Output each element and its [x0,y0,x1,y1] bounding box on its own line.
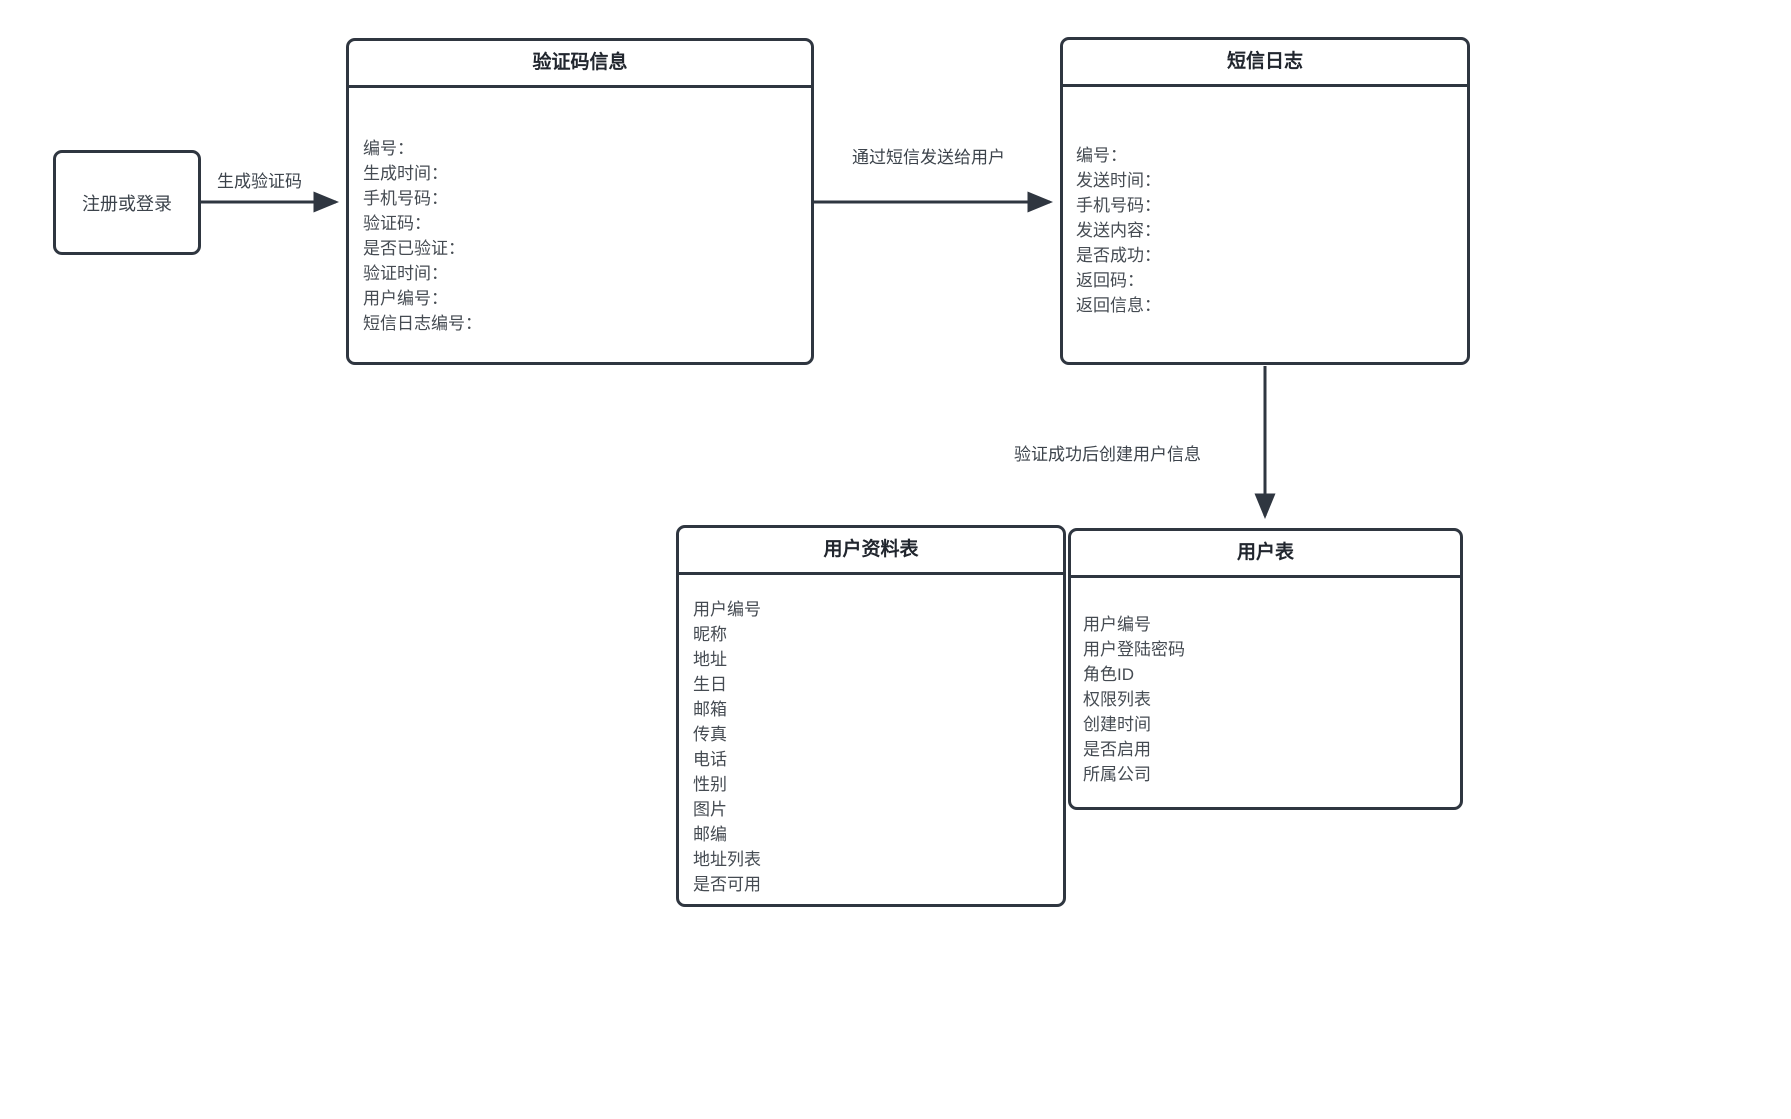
node-captcha-info[interactable]: 验证码信息 编号： 生成时间： 手机号码： 验证码： 是否已验证： 验证时间： 用户编号： 短… [346,38,814,365]
field-label: 生日 [693,675,727,694]
node-title: 验证码信息 [349,41,811,88]
node-register-label: 注册或登录 [82,193,172,214]
field-label: 创建时间 [1083,715,1151,734]
node-sms-log[interactable]: 短信日志 编号： 发送时间： 手机号码： 发送内容： 是否成功： 返回码： 返回信息： [1060,37,1470,365]
field-label: 是否启用 [1083,740,1151,759]
field-label: 手机号码： [363,189,448,208]
field-label: 验证码： [363,214,431,233]
field-label: 角色ID [1083,665,1134,684]
field-label: 返回信息： [1076,296,1161,315]
edge-label-generate-code: 生成验证码 [217,172,302,191]
node-title: 短信日志 [1063,40,1467,87]
node-user-profile-table[interactable]: 用户资料表 用户编号昵称地址生日邮箱传真电话性别图片邮编地址列表是否可用 [676,525,1066,907]
node-user-table[interactable]: 用户表 用户编号用户登陆密码角色ID 权限列表创建时间是否启用所属公司 [1068,528,1463,810]
field-label: 是否已验证： [363,239,465,258]
field-label: 电话 [693,750,727,769]
node-field-list: 用户编号昵称地址生日邮箱传真电话性别图片邮编地址列表是否可用 [679,575,1063,897]
field-label: 返回码： [1076,271,1144,290]
field-label: 用户编号 [1083,615,1151,634]
field-label: 地址列表 [693,850,761,869]
field-label: 是否成功： [1076,246,1161,265]
field-label: 生成时间： [363,164,448,183]
edge-label-send-sms: 通过短信发送给用户 [852,148,1005,167]
edge-label-create-user: 验证成功后创建用户信息 [1014,445,1201,464]
node-field-list: 编号： 生成时间： 手机号码： 验证码： 是否已验证： 验证时间： 用户编号： 短信日志编号： [349,88,811,336]
field-label: 用户登陆密码 [1083,640,1185,659]
field-label: 用户编号 [693,600,761,619]
field-label: 手机号码： [1076,196,1161,215]
node-field-list: 编号： 发送时间： 手机号码： 发送内容： 是否成功： 返回码： 返回信息： [1063,87,1467,318]
node-title: 用户资料表 [679,528,1063,575]
field-label: 编号： [363,139,414,158]
field-label: 发送时间： [1076,171,1161,190]
field-label: 权限列表 [1083,690,1151,709]
node-title: 用户表 [1071,531,1460,578]
field-label: 短信日志编号： [363,314,482,333]
node-register-or-login[interactable]: 注册或登录 [53,150,201,255]
field-label: 用户编号： [363,289,448,308]
field-label: 验证时间： [363,264,448,283]
field-label: 地址 [693,650,727,669]
field-label: 昵称 [693,625,727,644]
field-label: 所属公司 [1083,765,1151,784]
node-field-list: 用户编号用户登陆密码角色ID 权限列表创建时间是否启用所属公司 [1071,578,1460,787]
field-label: 编号： [1076,146,1127,165]
field-label: 传真 [693,725,727,744]
field-label: 邮箱 [693,700,727,719]
field-label: 发送内容： [1076,221,1161,240]
field-label: 邮编 [693,825,727,844]
field-label: 性别 [693,775,727,794]
field-label: 是否可用 [693,875,761,894]
field-label: 图片 [693,800,727,819]
